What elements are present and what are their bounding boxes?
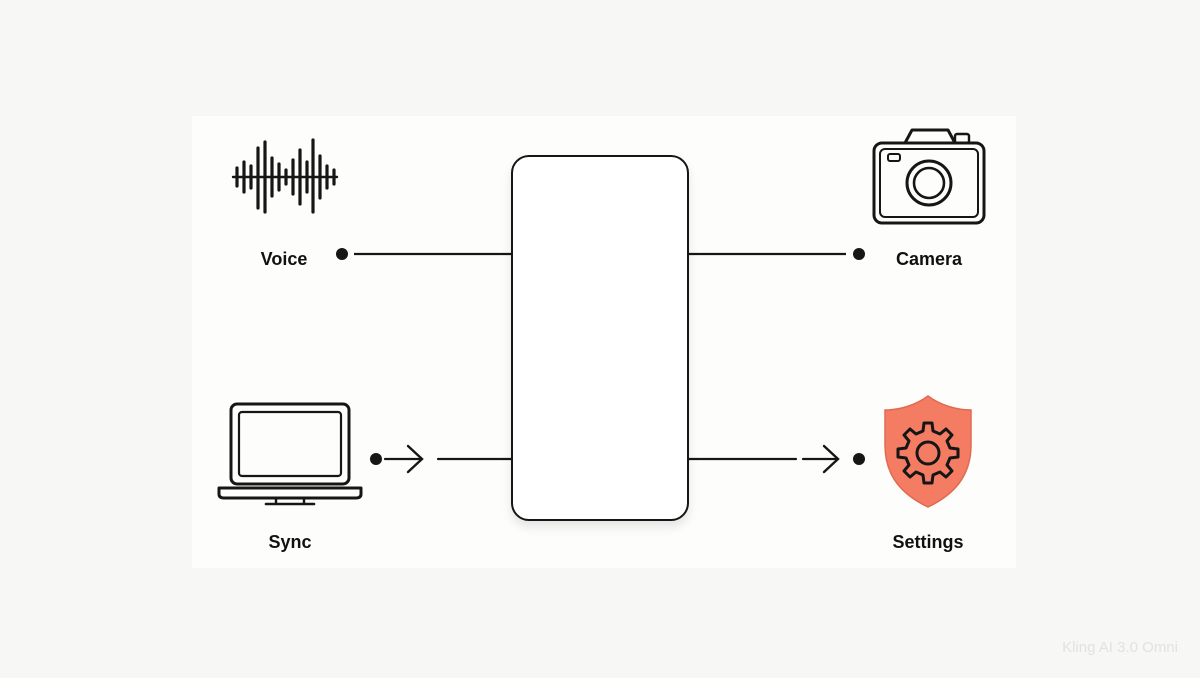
sync-connector [370,444,513,474]
voice-connector [336,248,511,260]
camera-connector [687,248,865,260]
camera-label: Camera [895,249,963,269]
phone-device [511,155,689,521]
sync-label: Sync [268,532,312,552]
voice-label: Voice [260,249,308,269]
sound-wave-icon [231,138,339,214]
watermark: Kling AI 3.0 Omni [1062,639,1178,656]
settings-connector [685,444,865,474]
laptop-icon [217,402,363,506]
settings-label: Settings [892,532,964,552]
shield-gear-icon [884,395,972,508]
camera-icon [872,128,986,225]
